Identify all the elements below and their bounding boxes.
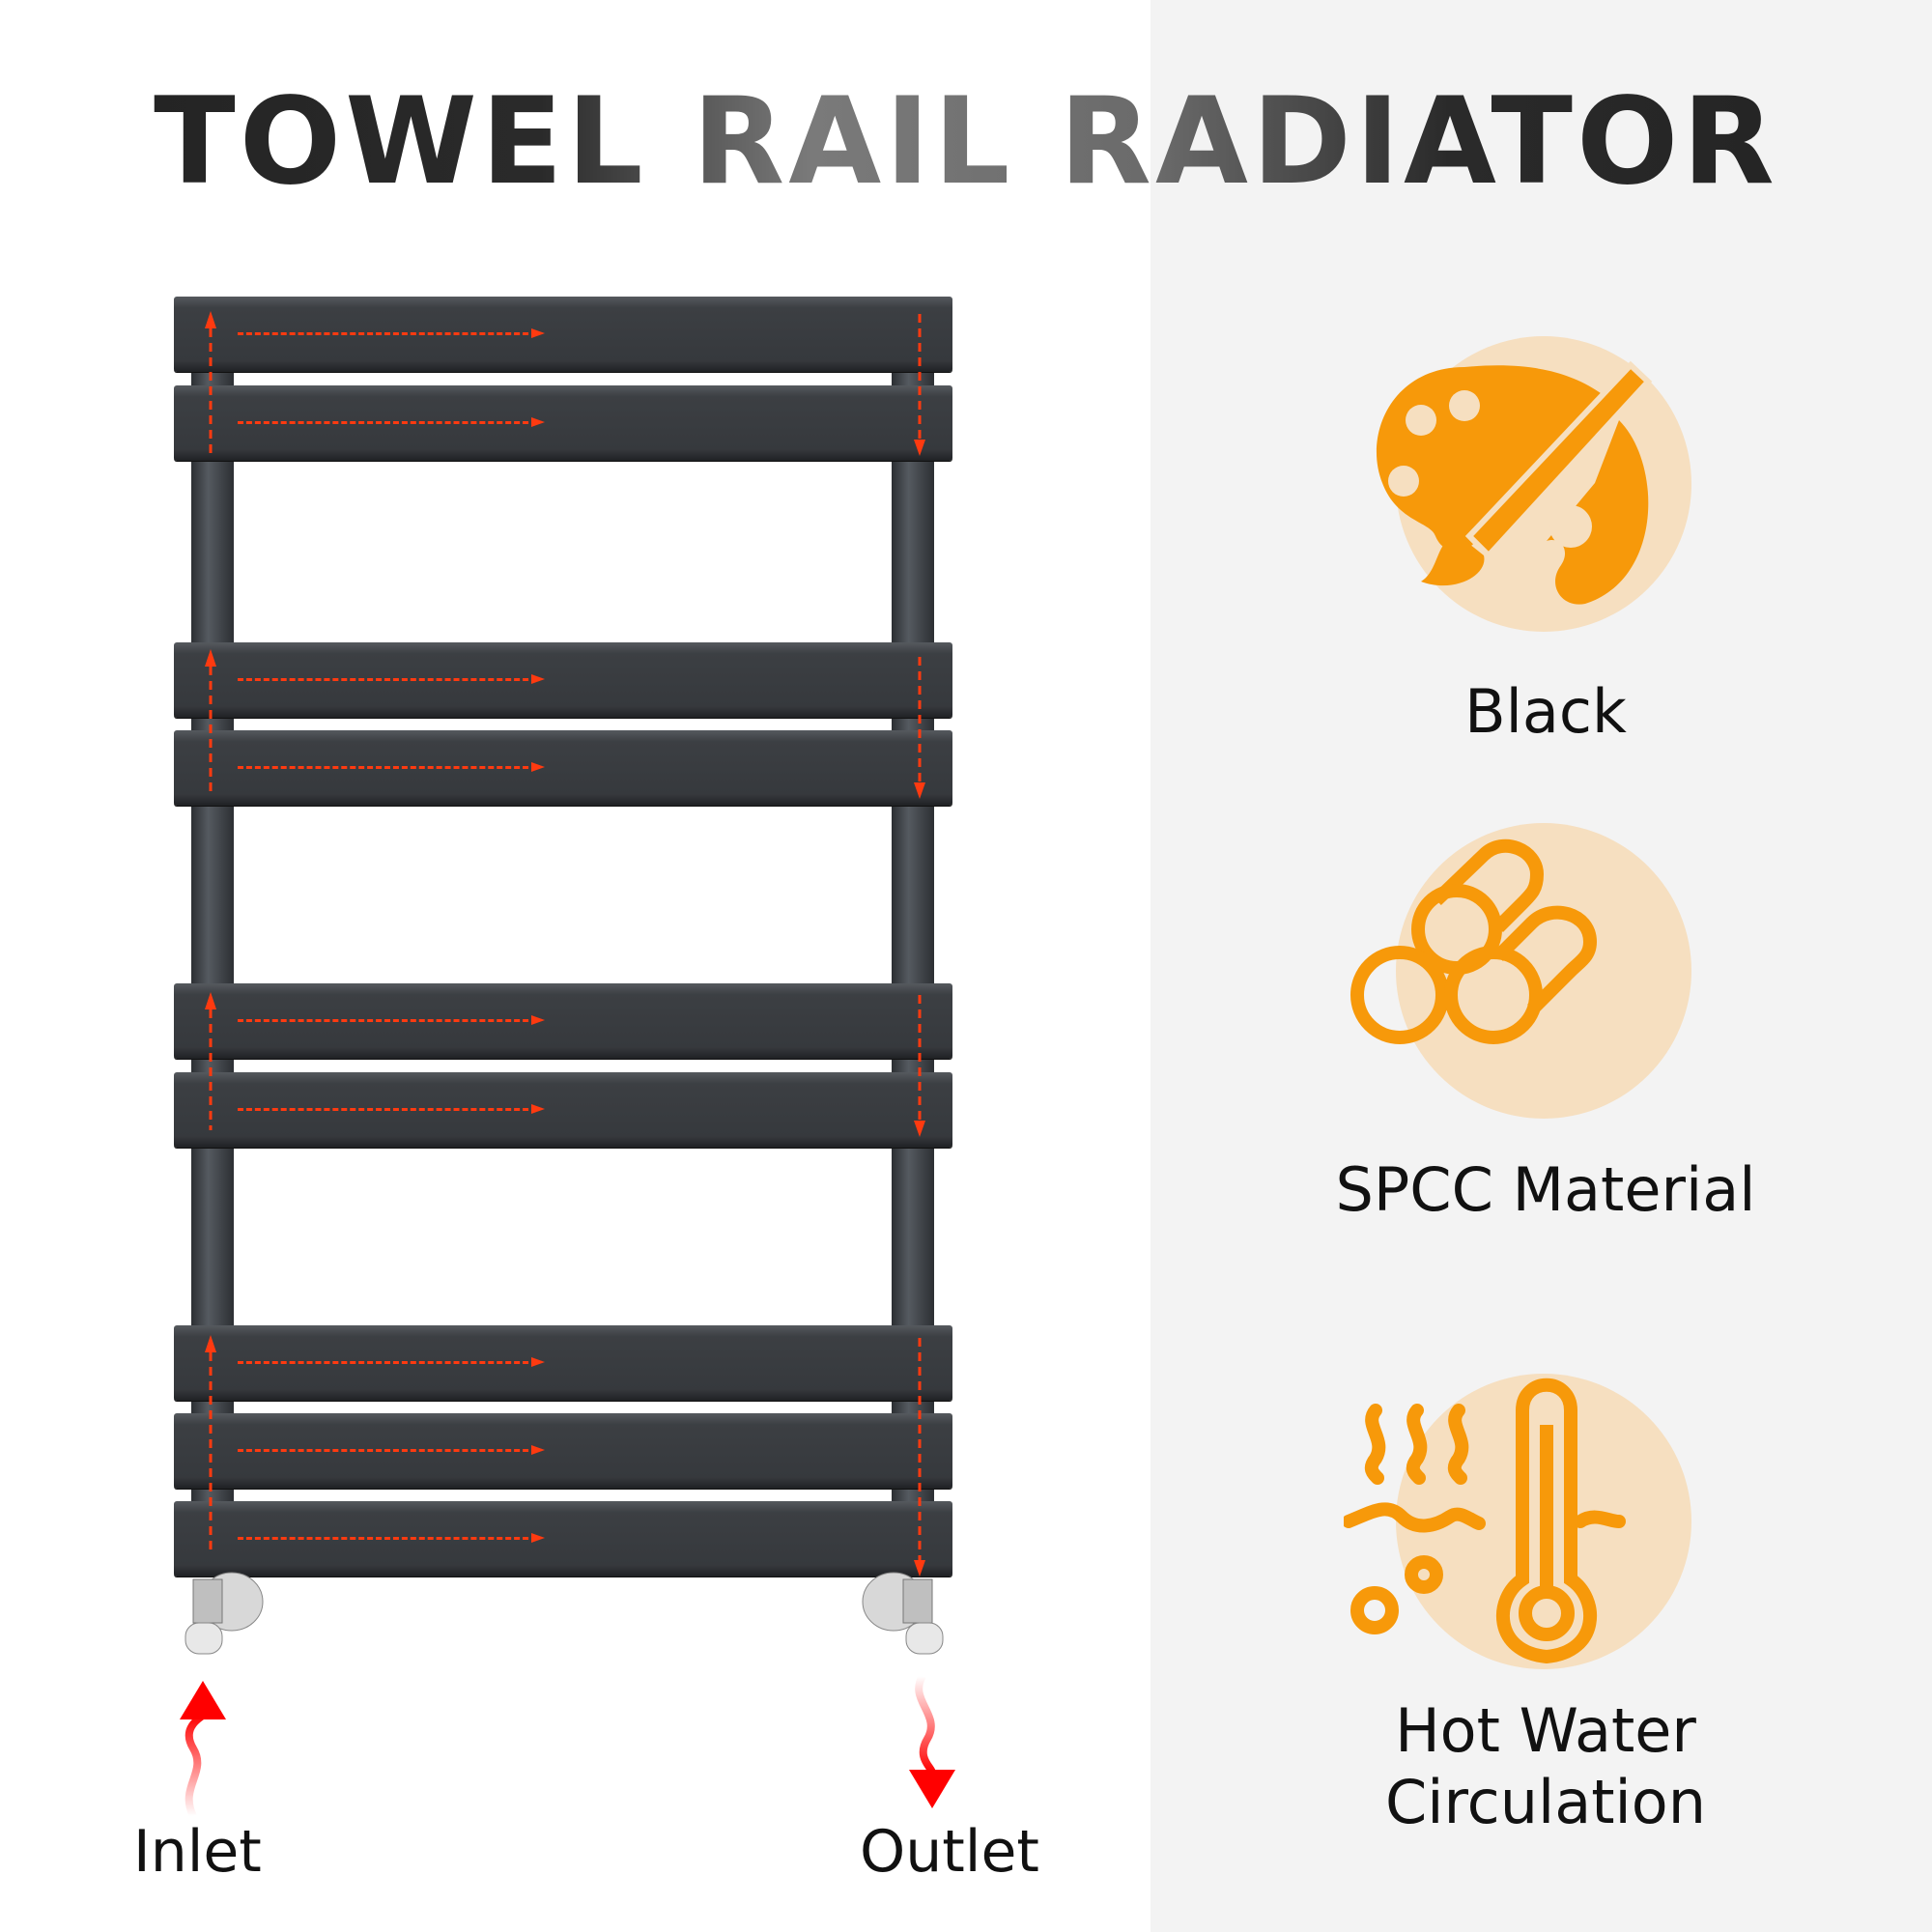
inlet-valve [185, 1572, 264, 1655]
inlet-arrow [185, 1711, 208, 1818]
feature-label-black: Black [1464, 676, 1627, 747]
palette-icon [1376, 336, 1691, 632]
rail-bar [174, 297, 952, 372]
feature-label-hot-water: Hot Water Circulation [1256, 1695, 1835, 1838]
feature-label-line1: Hot Water [1395, 1695, 1696, 1766]
outlet-label: Outlet [860, 1818, 1039, 1886]
inlet-label: Inlet [133, 1818, 262, 1886]
rail-bar [174, 642, 952, 718]
rail-bar [174, 1501, 952, 1577]
rail-bar [174, 1072, 952, 1148]
feature-label-line2: Circulation [1384, 1767, 1706, 1837]
rail-bar [174, 983, 952, 1059]
feature-label-spcc: SPCC Material [1335, 1154, 1756, 1225]
steel-coil-icon [1350, 823, 1691, 1119]
outlet-arrow [915, 1673, 936, 1775]
rail-bar [174, 385, 952, 461]
hot-water-thermometer-icon [1344, 1374, 1691, 1669]
rail-bar [174, 1413, 952, 1489]
outlet-valve [862, 1572, 944, 1655]
rail-bar [174, 730, 952, 806]
page-title: TOWEL RAIL RADIATOR [0, 72, 1932, 212]
rail-bar [174, 1325, 952, 1401]
